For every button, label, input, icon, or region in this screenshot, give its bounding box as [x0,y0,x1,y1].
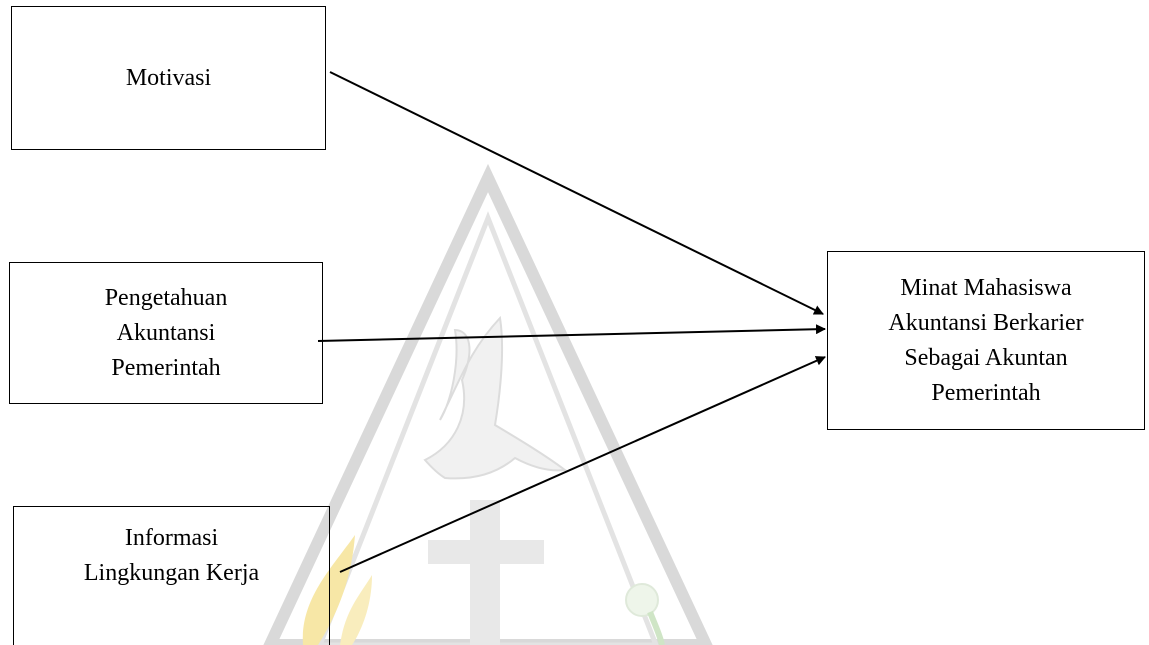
node-pengetahuan-line-3: Pemerintah [111,354,221,381]
node-minat-line-4: Pemerintah [931,379,1041,406]
arrow-motivasi-to-minat [329,71,824,315]
node-minat-line-2: Akuntansi Berkarier [888,309,1084,336]
node-motivasi-line-1: Motivasi [125,64,212,91]
node-minat-line-3: Sebagai Akuntan [904,344,1068,371]
node-pengetahuan: Pengetahuan Akuntansi Pemerintah [9,262,323,404]
node-informasi-line-1: Informasi [124,525,219,551]
node-minat: Minat Mahasiswa Akuntansi Berkarier Seba… [827,251,1145,430]
node-pengetahuan-line-2: Akuntansi [116,319,216,346]
arrow-informasi-to-minat [339,356,826,573]
node-informasi: Informasi Lingkungan Kerja [13,506,330,645]
node-pengetahuan-line-1: Pengetahuan [104,284,228,311]
arrow-pengetahuan-to-minat [317,324,826,342]
node-motivasi: Motivasi [11,6,326,150]
node-informasi-line-2: Lingkungan Kerja [83,560,260,586]
node-minat-line-1: Minat Mahasiswa [900,274,1072,301]
